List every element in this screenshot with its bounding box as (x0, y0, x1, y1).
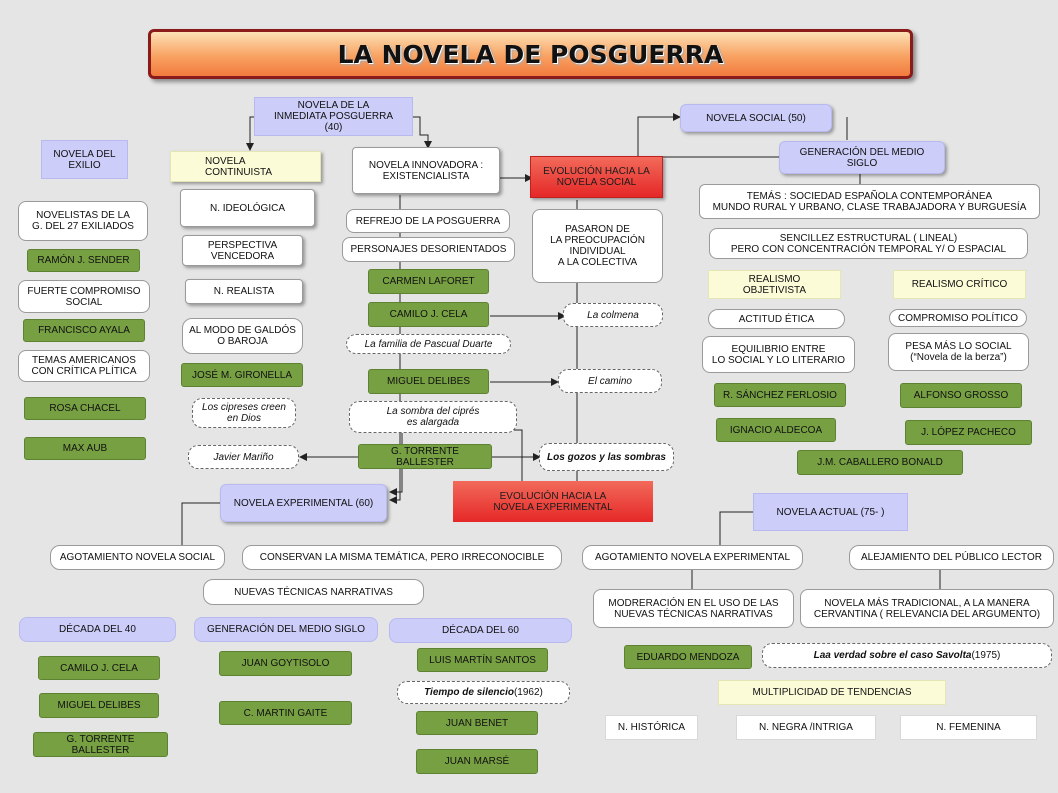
node-personajes-desorientados: PERSONAJES DESORIENTADOS (342, 237, 515, 262)
author-martin-santos: LUIS MARTÍN SANTOS (417, 648, 548, 672)
node-generacion-medio-siglo: GENERACIÓN DEL MEDIO SIGLO (779, 141, 945, 174)
author-sanchez-ferlosio: R. SÁNCHEZ FERLOSIO (714, 383, 846, 407)
author-torrente-ballester-2: G. TORRENTE BALLESTER (33, 732, 168, 757)
node-pesa-mas-lo-social: PESA MÁS LO SOCIAL (“Novela de la berza”… (888, 333, 1029, 371)
author-caballero-bonald: J.M. CABALLERO BONALD (797, 450, 963, 475)
node-conservan-tematica: CONSERVAN LA MISMA TEMÁTICA, PERO IRRECO… (242, 545, 562, 570)
author-ignacio-aldecoa: IGNACIO ALDECOA (716, 418, 836, 442)
node-agotamiento-social: AGOTAMIENTO NOVELA SOCIAL (50, 545, 225, 570)
author-lopez-pacheco: J. LÓPEZ PACHECO (905, 420, 1032, 445)
author-francisco-ayala: FRANCISCO AYALA (23, 319, 145, 342)
node-novela-experimental: NOVELA EXPERIMENTAL (60) (220, 484, 387, 522)
work-los-cipreses: Los cipreses creen en Dios (192, 398, 296, 428)
work-tiempo-de-silencio-year: (1962) (513, 687, 543, 698)
author-camilo-cela: CAMILO J. CELA (368, 302, 489, 327)
author-ramon-sender: RAMÓN J. SENDER (27, 249, 140, 272)
author-torrente-ballester: G. TORRENTE BALLESTER (358, 444, 492, 469)
node-actitud-etica: ACTITUD ÉTICA (708, 309, 845, 329)
node-decada-40: DÉCADA DEL 40 (19, 617, 176, 642)
node-multiplicidad-tendencias: MULTIPLICIDAD DE TENDENCIAS (718, 680, 946, 705)
work-familia-pascual-duarte: La familia de Pascual Duarte (346, 334, 511, 354)
node-temas-sociedad: TEMÁS : SOCIEDAD ESPAÑOLA CONTEMPORÁNEA … (699, 184, 1040, 219)
work-los-gozos-y-las-sombras: Los gozos y las sombras (539, 443, 674, 471)
connector-inmediata-innovadora (413, 116, 432, 149)
node-decada-60: DÉCADA DEL 60 (389, 618, 572, 643)
work-javier-marino: Javier Mariño (188, 445, 299, 469)
node-evolucion-experimental: EVOLUCIÓN HACIA LA NOVELA EXPERIMENTAL (453, 481, 653, 522)
node-modo-galdos: AL MODO DE GALDÓS O BAROJA (182, 318, 303, 354)
author-carmen-laforet: CARMEN LAFORET (368, 269, 489, 294)
author-juan-goytisolo: JUAN GOYTISOLO (219, 651, 352, 676)
node-novela-actual: NOVELA ACTUAL (75- ) (753, 493, 908, 531)
author-miguel-delibes: MIGUEL DELIBES (368, 369, 489, 394)
node-equilibrio: EQUILIBRIO ENTRE LO SOCIAL Y LO LITERARI… (702, 336, 855, 373)
node-fuerte-compromiso: FUERTE COMPROMISO SOCIAL (18, 280, 150, 313)
work-caso-savolta: Laa verdad sobre el caso Savolta (1975) (762, 643, 1052, 668)
node-realismo-critico: REALISMO CRÍTICO (893, 270, 1026, 299)
author-gironella: JOSÉ M. GIRONELLA (181, 363, 303, 387)
node-perspectiva-vencedora: PERSPECTIVA VENCEDORA (182, 235, 303, 266)
node-reflejo-posguerra: REFREJO DE LA POSGUERRA (346, 209, 510, 233)
author-juan-benet: JUAN BENET (416, 711, 538, 735)
work-tiempo-de-silencio-title: Tiempo de silencio (424, 687, 514, 698)
node-n-femenina: N. FEMENINA (900, 715, 1037, 740)
node-moderacion-tecnicas: MODRERACIÓN EN EL USO DE LAS NUEVAS TÉCN… (593, 589, 794, 628)
node-pasaron-preocupacion: PASARON DE LA PREOCUPACIÓN INDIVIDUAL A … (532, 209, 663, 283)
node-n-realista: N. REALISTA (185, 279, 303, 304)
connector-inmediata-continuista (246, 116, 255, 151)
node-novela-tradicional: NOVELA MÁS TRADICIONAL, A LA MANERA CERV… (800, 589, 1054, 628)
node-generacion-medio-siglo-2: GENERACIÓN DEL MEDIO SIGLO (194, 617, 378, 642)
author-martin-gaite: C. MARTIN GAITE (219, 701, 352, 725)
work-el-camino: El camino (558, 369, 662, 393)
work-la-colmena: La colmena (563, 303, 663, 327)
work-tiempo-de-silencio: Tiempo de silencio (1962) (397, 681, 570, 704)
work-la-sombra-del-cipres: La sombra del ciprés es alargada (349, 401, 517, 433)
connector-innovadora-experimental (389, 195, 401, 504)
node-n-negra-intriga: N. NEGRA /INTRIGA (736, 715, 876, 740)
author-alfonso-grosso: ALFONSO GROSSO (900, 383, 1022, 408)
node-novela-exilio: NOVELA DEL EXILIO (41, 140, 128, 179)
work-caso-savolta-year: (1975) (971, 650, 1001, 661)
author-max-aub: MAX AUB (24, 437, 146, 460)
page-title: LA NOVELA DE POSGUERRA (148, 29, 913, 79)
connector-actual-agot (719, 511, 755, 547)
author-juan-marse: JUAN MARSÉ (416, 749, 538, 774)
node-n-historica: N. HISTÓRICA (605, 715, 698, 740)
node-alejamiento-publico: ALEJAMIENTO DEL PÚBLICO LECTOR (849, 545, 1054, 570)
connector-experimental-agot (181, 502, 222, 547)
author-delibes-2: MIGUEL DELIBES (39, 693, 159, 718)
node-realismo-objetivista: REALISMO OBJETIVISTA (708, 270, 841, 299)
node-temas-americanos: TEMAS AMERICANOS CON CRÍTICA PLÍTICA (18, 350, 150, 382)
node-evolucion-social: EVOLUCIÓN HACIA LA NOVELA SOCIAL (530, 156, 663, 198)
work-caso-savolta-title: Laa verdad sobre el caso Savolta (813, 650, 972, 661)
node-compromiso-politico: COMPROMISO POLÍTICO (889, 309, 1027, 327)
node-nuevas-tecnicas: NUEVAS TÉCNICAS NARRATIVAS (203, 579, 424, 605)
node-novela-innovadora: NOVELA INNOVADORA : EXISTENCIALISTA (352, 147, 500, 194)
author-cela-2: CAMILO J. CELA (38, 656, 160, 680)
node-novelistas-27: NOVELISTAS DE LA G. DEL 27 EXILIADOS (18, 201, 148, 241)
author-rosa-chacel: ROSA CHACEL (24, 397, 146, 420)
node-novela-social-50: NOVELA SOCIAL (50) (680, 104, 832, 132)
node-novela-continuista: NOVELA CONTINUISTA (170, 151, 321, 182)
node-n-ideologica: N. IDEOLÓGICA (180, 189, 315, 227)
node-inmediata-posguerra: NOVELA DE LA INMEDIATA POSGUERRA (40) (254, 97, 413, 136)
author-eduardo-mendoza: EDUARDO MENDOZA (624, 645, 752, 669)
node-agotamiento-experimental: AGOTAMIENTO NOVELA EXPERIMENTAL (582, 545, 803, 570)
node-sencillez-estructural: SENCILLEZ ESTRUCTURAL ( LINEAL) PERO CON… (709, 228, 1028, 259)
